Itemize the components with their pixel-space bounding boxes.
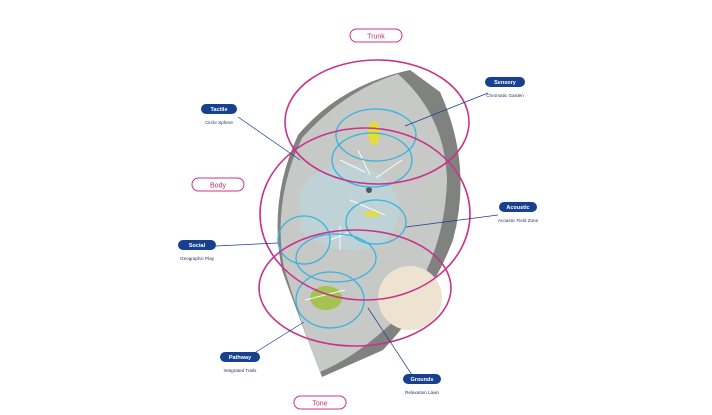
callout-pathway-sub: Integrated Trails bbox=[224, 368, 258, 373]
callout-pathway: Pathway Integrated Trails bbox=[220, 352, 260, 373]
callout-acoustic-tag: Acoustic bbox=[506, 205, 529, 211]
callout-social-sub: Geographic Play bbox=[180, 256, 215, 261]
callout-pathway-tag: Pathway bbox=[229, 355, 252, 361]
callout-social-tag: Social bbox=[189, 243, 206, 249]
callout-grounds: Grounds Relaxation Lawn bbox=[403, 374, 441, 395]
callout-tactile-tag: Tactile bbox=[210, 107, 227, 113]
zone-label-top: Trunk bbox=[350, 29, 402, 42]
zone-label-top-text: Trunk bbox=[367, 34, 385, 41]
callout-sensory: Sensory Chromatic Garden bbox=[485, 77, 525, 98]
callout-sensory-sub: Chromatic Garden bbox=[486, 93, 524, 98]
callout-sensory-tag: Sensory bbox=[494, 80, 517, 86]
callout-grounds-tag: Grounds bbox=[411, 377, 434, 383]
zone-label-middle-text: Body bbox=[210, 183, 226, 190]
callout-acoustic-sub: Acoustic Field Zone bbox=[498, 218, 539, 223]
centre-marker bbox=[366, 187, 372, 193]
callout-tactile-sub: Circle Sphere bbox=[205, 120, 233, 125]
callout-social: Social Geographic Play bbox=[178, 240, 216, 261]
callout-grounds-sub: Relaxation Lawn bbox=[405, 390, 439, 395]
zone-label-bottom: Tone bbox=[294, 396, 346, 409]
zone-label-middle: Body bbox=[192, 178, 244, 191]
callout-acoustic: Acoustic Acoustic Field Zone bbox=[498, 202, 539, 223]
zone-label-bottom-text: Tone bbox=[312, 401, 327, 408]
callout-tactile: Tactile Circle Sphere bbox=[201, 104, 237, 125]
